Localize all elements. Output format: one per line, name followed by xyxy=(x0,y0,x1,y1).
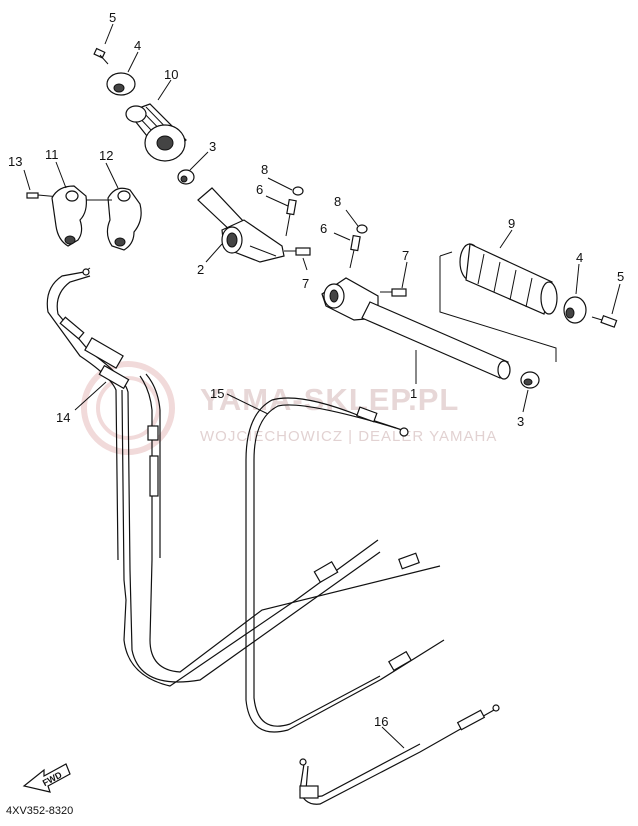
fwd-arrow: FWD xyxy=(22,763,71,793)
callout-7-right: 7 xyxy=(402,248,409,263)
diagram-code: 4XV352-8320 xyxy=(6,805,73,817)
grip-frame xyxy=(439,251,557,362)
callout-2: 2 xyxy=(197,262,204,277)
grip-end-4-top xyxy=(106,72,136,96)
bolt-8-right xyxy=(356,224,368,234)
callout-13: 13 xyxy=(8,154,22,169)
callout-14: 14 xyxy=(56,410,70,425)
grip-end-4-right xyxy=(563,296,587,324)
callout-12: 12 xyxy=(99,148,113,163)
throttle-grip-10 xyxy=(125,103,187,162)
cap-3-right xyxy=(520,371,540,389)
callout-labels: 5 4 10 3 13 11 12 8 6 7 2 8 6 7 9 4 5 3 … xyxy=(8,10,624,729)
callout-15: 15 xyxy=(210,386,224,401)
callout-7-mid: 7 xyxy=(302,276,309,291)
bolt-8-mid xyxy=(292,186,304,196)
grip-9 xyxy=(459,243,558,315)
callout-10: 10 xyxy=(164,67,178,82)
callout-4-right: 4 xyxy=(576,250,583,265)
callout-5-right: 5 xyxy=(617,269,624,284)
screw-5-top xyxy=(93,47,109,65)
screw-5-right xyxy=(591,315,618,328)
callout-9: 9 xyxy=(508,216,515,231)
callout-8-right: 8 xyxy=(334,194,341,209)
callout-6-right: 6 xyxy=(320,221,327,236)
callout-4-top: 4 xyxy=(134,38,141,53)
callout-3-left: 3 xyxy=(209,139,216,154)
switch-housing-11 xyxy=(51,185,87,247)
watermark-brand: YAMA-SKLEP.PL xyxy=(200,382,459,417)
bolt-6-right xyxy=(349,234,361,269)
watermark-dealer: WOJCIECHOWICZ | DEALER YAMAHA xyxy=(200,428,497,445)
callout-16: 16 xyxy=(374,714,388,729)
callout-3-right: 3 xyxy=(517,414,524,429)
holder-2-left xyxy=(197,187,285,263)
bolt-7-right xyxy=(380,288,407,297)
callout-1: 1 xyxy=(410,386,417,401)
watermark: YAMA-SKLEP.PL WOJCIECHOWICZ | DEALER YAM… xyxy=(81,361,497,455)
handlebar-1 xyxy=(321,277,511,380)
starter-cable-16 xyxy=(299,704,500,805)
switch-housing-12 xyxy=(106,187,142,251)
throttle-cables-14 xyxy=(46,267,441,687)
bolt-6-mid xyxy=(285,198,297,237)
callout-5-top: 5 xyxy=(109,10,116,25)
bolt-7-mid xyxy=(284,247,311,256)
callout-6-mid: 6 xyxy=(256,182,263,197)
callout-11: 11 xyxy=(45,147,59,162)
cap-3-left xyxy=(177,169,195,185)
callout-8-mid: 8 xyxy=(261,162,268,177)
leader-lines xyxy=(23,23,621,749)
clutch-cable-15 xyxy=(245,397,445,733)
